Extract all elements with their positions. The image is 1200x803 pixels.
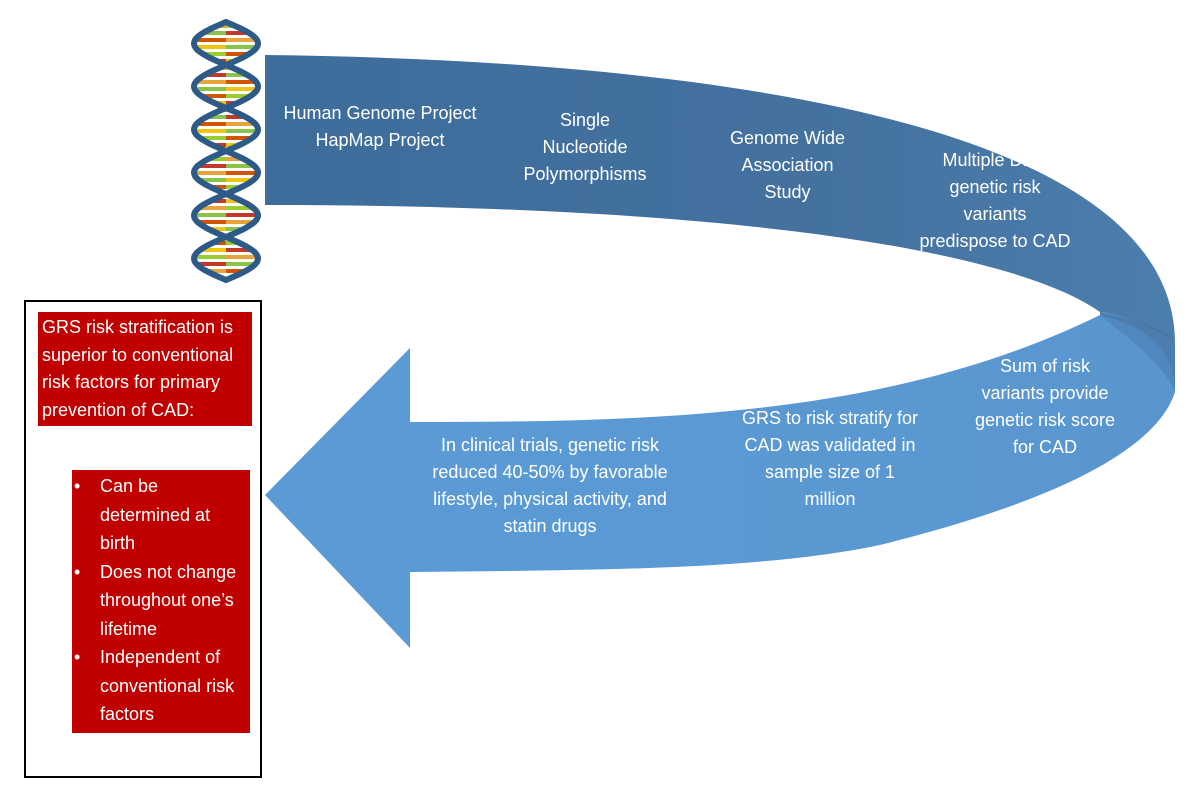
list-item-text: Independent of conventional risk factors [100, 647, 235, 724]
label-line: for CAD [1012, 437, 1077, 457]
bullet-icon: • [74, 476, 81, 496]
label-line: sample size of 1 [764, 462, 896, 482]
box-title: GRS risk stratification is superior to c… [38, 312, 252, 426]
ribbon-top-band [265, 55, 1175, 340]
label-line: HapMap Project [315, 130, 445, 150]
label-line: Sum of risk [999, 356, 1091, 376]
label-line: CAD was validated in [744, 435, 916, 455]
label-line: Association [741, 155, 834, 175]
dna-helix-icon [190, 19, 262, 283]
label-line: predispose to CAD [919, 231, 1071, 251]
box-bullet-list: • Can be determined at birth • Does not ch… [72, 470, 250, 733]
list-item-text: Does not change throughout one’s lifetim… [100, 561, 237, 639]
label-line: Study [764, 182, 811, 202]
bullet-icon: • [74, 647, 81, 667]
label-genome-projects: Human Genome Project HapMap Project [270, 100, 490, 154]
label-line: genetic risk score [974, 410, 1116, 430]
ribbon-fold-shade [1100, 312, 1175, 392]
label-line: Nucleotide [542, 137, 628, 157]
label-line: Polymorphisms [523, 164, 647, 184]
label-line: GRS to risk stratify for [741, 408, 919, 428]
label-line: lifestyle, physical activity, and [433, 489, 667, 509]
list-item: • Can be determined at birth [74, 472, 246, 558]
dna-strand-b [190, 19, 262, 283]
label-line: variants provide [981, 383, 1109, 403]
label-line: variants [963, 204, 1027, 224]
label-line: Multiple DNA [942, 150, 1048, 170]
bullet-icon: • [74, 561, 81, 582]
label-line: million [804, 489, 856, 509]
list-item: • Does not change throughout one’s lifeti… [74, 558, 246, 644]
list-item: • Independent of conventional risk factor… [74, 643, 246, 729]
label-line: statin drugs [503, 516, 597, 536]
label-line: Single [559, 110, 611, 130]
list-item-text: Can be determined at birth [100, 476, 211, 553]
label-line: genetic risk [949, 177, 1041, 197]
label-clinical-trials: In clinical trials, genetic risk reduced… [405, 432, 695, 540]
label-line: Human Genome Project [283, 103, 477, 123]
label-line: reduced 40-50% by favorable [432, 462, 668, 482]
grs-summary-box: GRS risk stratification is superior to c… [24, 300, 262, 778]
label-snp: Single Nucleotide Polymorphisms [505, 107, 665, 188]
ribbon-bottom-arrow [265, 315, 1175, 648]
label-variants: Multiple DNA genetic risk variants predi… [900, 147, 1090, 255]
label-gwas: Genome Wide Association Study [700, 125, 875, 206]
label-line: Genome Wide [729, 128, 846, 148]
label-grs-validated: GRS to risk stratify for CAD was validat… [720, 405, 940, 513]
label-sum-variants: Sum of risk variants provide genetic ris… [955, 353, 1135, 461]
label-line: In clinical trials, genetic risk [440, 435, 660, 455]
